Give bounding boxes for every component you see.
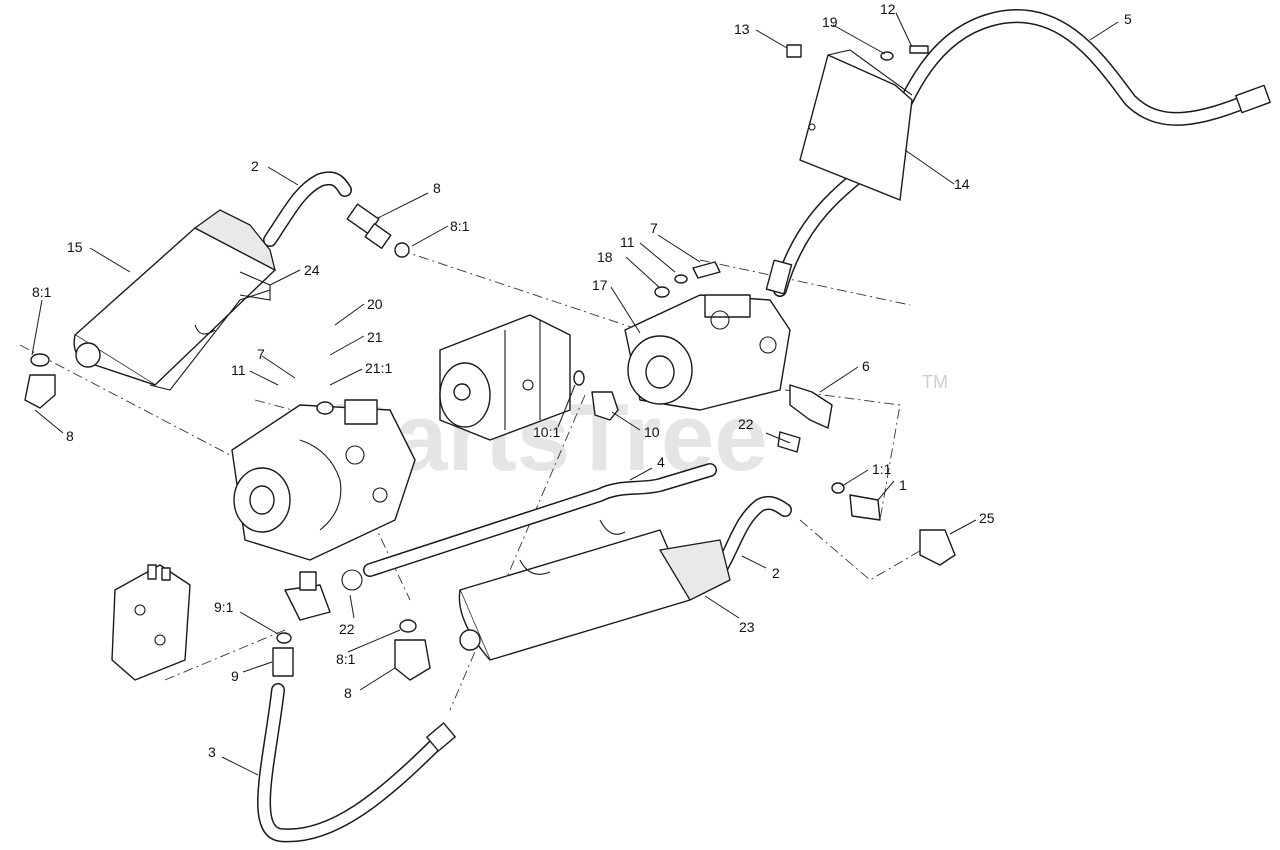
callout: 8 — [66, 428, 74, 444]
tee-fitting — [284, 569, 363, 621]
callout: 10:1 — [533, 424, 560, 440]
callout: 13 — [734, 21, 750, 37]
watermark-tm: TM — [922, 372, 948, 392]
fitting-9 — [272, 647, 294, 677]
callout: 8 — [433, 180, 441, 196]
callout: 14 — [954, 176, 970, 192]
callout: 25 — [979, 510, 995, 526]
fasteners-right — [654, 261, 721, 298]
oring-1-1 — [831, 482, 845, 494]
callout: 6 — [862, 358, 870, 374]
callout: 7 — [650, 220, 658, 236]
fitting-8-left — [24, 353, 56, 409]
cooler-15 — [73, 209, 276, 391]
oring-9-1 — [276, 632, 292, 644]
callout: 22 — [339, 621, 355, 637]
oring-8-1-bottom — [399, 619, 417, 633]
callout: 2 — [772, 565, 780, 581]
fitting-1 — [849, 494, 881, 521]
hose-5 — [765, 9, 1271, 297]
callout: 21 — [367, 329, 383, 345]
fitting-10 — [591, 391, 619, 421]
callout: 8:1 — [450, 218, 470, 234]
gear-pump — [439, 314, 571, 441]
callout: 18 — [597, 249, 613, 265]
hose-2-top — [263, 171, 410, 258]
fitting-8-bottom — [394, 639, 431, 681]
fitting-25 — [919, 529, 956, 566]
callout: 9:1 — [214, 599, 234, 615]
callout: 3 — [208, 744, 216, 760]
callout: 4 — [657, 454, 665, 470]
callout: 21:1 — [365, 360, 392, 376]
bracket-24 — [239, 271, 271, 301]
callout: 8:1 — [336, 651, 356, 667]
callouts: 1 1:1 2 2 3 4 5 6 7 7 8 8 8 8:1 8:1 8:1 … — [32, 1, 1132, 760]
pump-17 — [624, 294, 791, 411]
cooler-23 — [458, 519, 731, 661]
hose-3 — [257, 683, 456, 843]
callout: 23 — [739, 619, 755, 635]
main-pump — [231, 399, 416, 561]
callout: 22 — [738, 416, 754, 432]
callout: 1:1 — [872, 461, 892, 477]
callout: 17 — [592, 277, 608, 293]
callout: 11 — [620, 234, 635, 250]
hose-2-bottom — [713, 495, 792, 577]
fitting-6 — [789, 384, 833, 429]
fasteners-top — [786, 44, 929, 61]
callout: 2 — [251, 158, 259, 174]
callout: 9 — [231, 668, 239, 684]
callout: 12 — [880, 1, 896, 17]
shield-14 — [799, 49, 913, 201]
callout: 24 — [304, 262, 320, 278]
hose-4 — [363, 463, 717, 577]
callout: 7 — [257, 346, 265, 362]
callout: 5 — [1124, 11, 1132, 27]
callout: 19 — [822, 14, 838, 30]
callout: 11 — [231, 362, 246, 378]
fitting-22-right — [777, 431, 801, 453]
callout: 20 — [367, 296, 383, 312]
oring-10-1 — [573, 370, 585, 386]
valve-block — [111, 564, 191, 681]
callout: 1 — [899, 477, 907, 493]
callout: 10 — [644, 424, 660, 440]
callout: 8:1 — [32, 284, 52, 300]
callout: 8 — [344, 685, 352, 701]
callout: 15 — [67, 239, 83, 255]
leader-lines — [31, 12, 1119, 776]
